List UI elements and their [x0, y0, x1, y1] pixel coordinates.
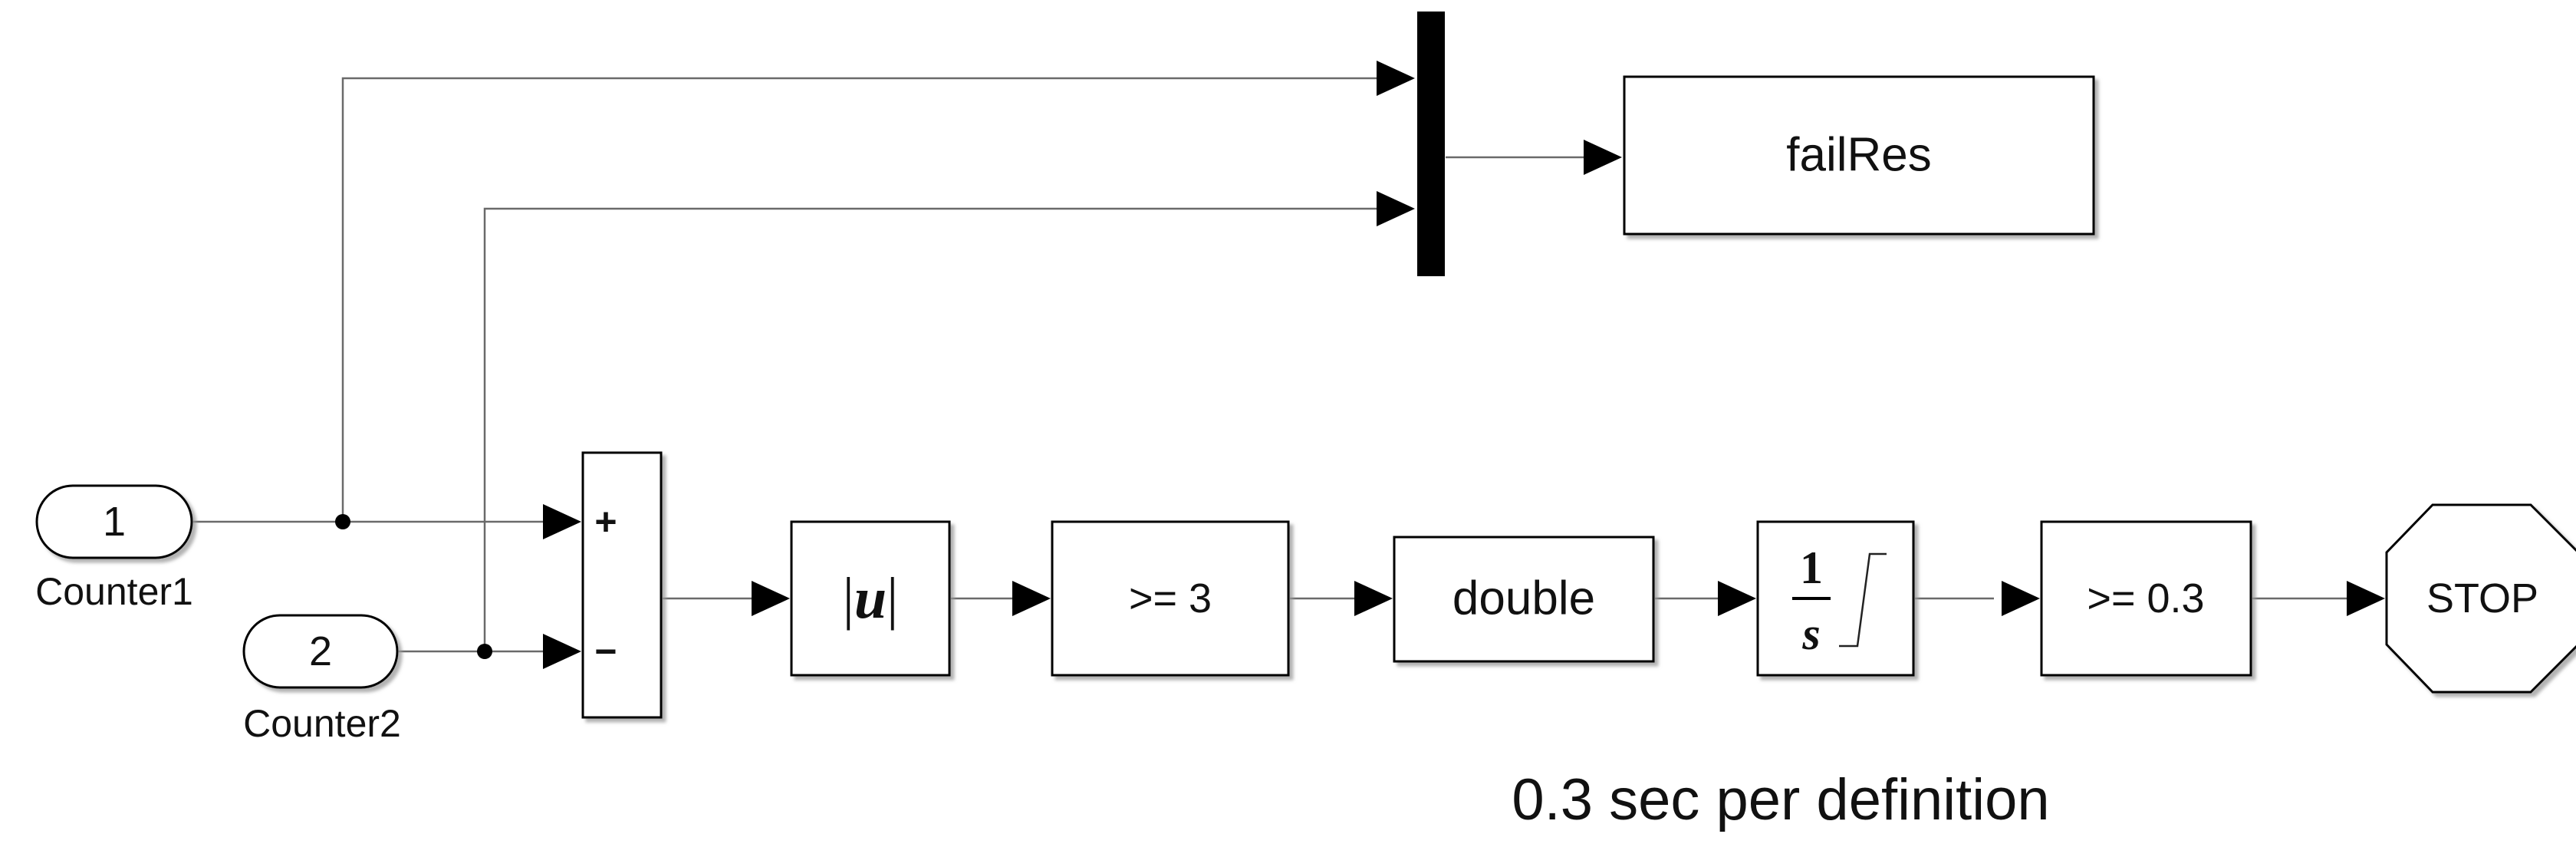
wire-counter2-to-mux[interactable] [483, 207, 1377, 651]
compare-to-constant-block-1[interactable]: >= 3 [1051, 520, 1290, 677]
fail-result-block[interactable]: failRes [1623, 75, 2095, 236]
signal-lines [193, 77, 2347, 653]
arrowhead-compare1-in [1012, 581, 1051, 616]
data-type-conversion-block[interactable]: double [1393, 536, 1655, 663]
sum-block[interactable]: + − [581, 451, 663, 719]
arrowhead-compare2-in [2002, 581, 2040, 616]
sum-sign-plus: + [594, 500, 617, 543]
arrowhead-stop-in [2347, 581, 2385, 616]
inport-counter2-number: 2 [309, 628, 332, 674]
arrowheads [543, 61, 2385, 669]
compare-1-label: >= 3 [1129, 575, 1212, 621]
abs-block[interactable]: |u| [790, 520, 951, 677]
arrowhead-sum-plus [543, 504, 581, 539]
arrowhead-sum-minus [543, 634, 581, 669]
arrowhead-mux-in-2 [1377, 191, 1415, 226]
integrator-denominator: s [1801, 608, 1820, 659]
compare-to-constant-block-2[interactable]: >= 0.3 [2040, 520, 2252, 677]
branch-point-counter1 [335, 514, 350, 529]
mux-block[interactable] [1417, 12, 1445, 276]
integrator-numerator: 1 [1800, 542, 1823, 593]
inport-counter2[interactable]: 2 [242, 614, 399, 689]
integrator-integral-sign [1839, 552, 1887, 648]
arrowhead-integrator-in [1718, 581, 1756, 616]
inport-counter2-label: Counter2 [243, 702, 401, 745]
sum-sign-minus: − [594, 630, 617, 673]
wire-counter1-to-mux[interactable] [341, 77, 1377, 522]
stop-simulation-block[interactable]: STOP [2385, 503, 2576, 694]
convert-label: double [1452, 572, 1595, 625]
abs-symbol: |u| [843, 566, 899, 631]
fail-result-label: failRes [1786, 129, 1932, 182]
arrowhead-abs-in [752, 581, 790, 616]
arrowhead-convert-in [1354, 581, 1393, 616]
branch-point-counter2 [477, 644, 492, 659]
inport-counter1[interactable]: 1 [35, 484, 193, 559]
inport-counter1-number: 1 [103, 499, 126, 545]
integrator-block[interactable]: 1 s [1756, 520, 1915, 677]
inport-counter1-label: Counter1 [35, 570, 193, 613]
stop-label: STOP [2426, 575, 2538, 621]
annotation-text: 0.3 sec per definition [1512, 767, 2049, 832]
arrowhead-scope-in [1584, 140, 1622, 175]
compare-2-label: >= 0.3 [2087, 575, 2204, 621]
arrowhead-mux-in-1 [1377, 61, 1415, 96]
